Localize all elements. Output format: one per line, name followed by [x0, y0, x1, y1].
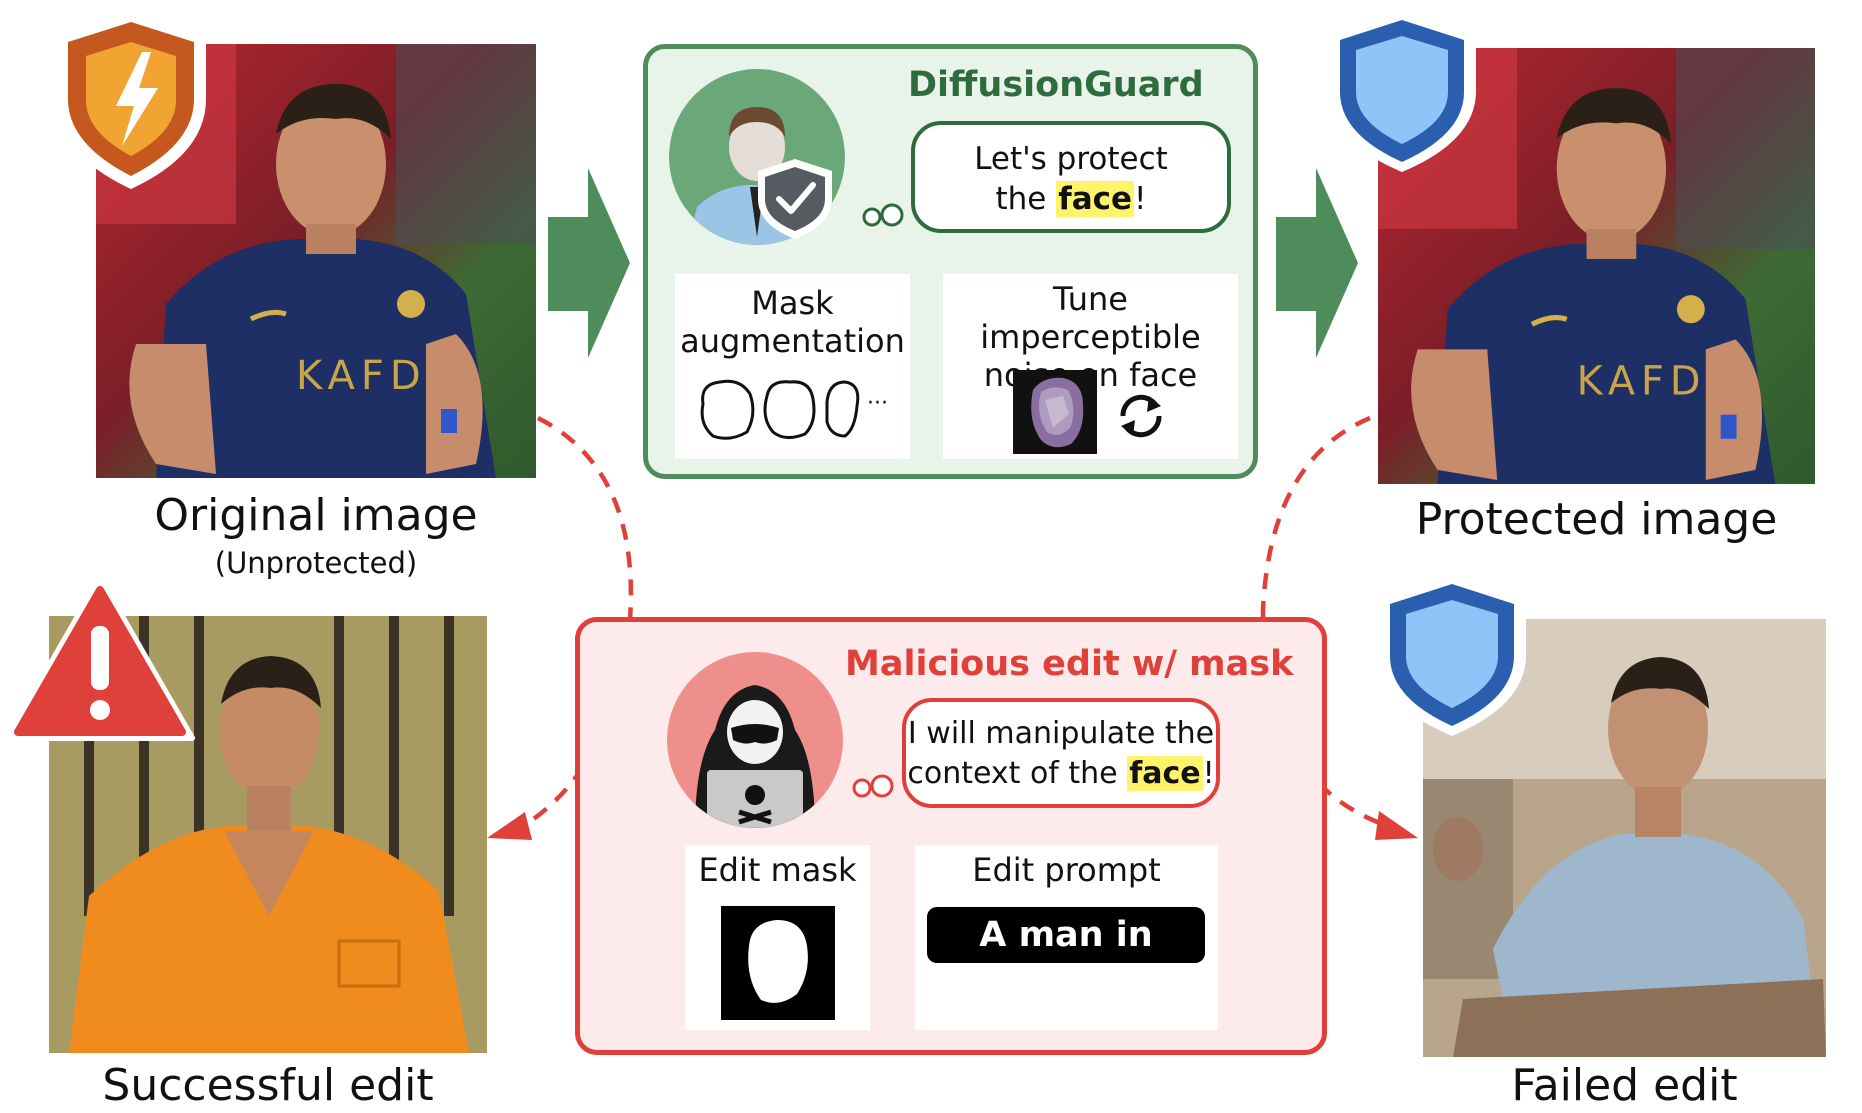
refresh-icon [1120, 394, 1162, 438]
lightning-shield-icon [56, 9, 206, 189]
edit-mask-thumbnail [721, 906, 835, 1020]
caption-original: Original image [154, 490, 478, 541]
hacker-icon [667, 652, 843, 828]
green-arrow-left [548, 168, 630, 358]
mask-augmentation-card: Mask augmentation ··· [675, 274, 910, 459]
shield-icon [1328, 10, 1476, 172]
failed-edit-image [1423, 619, 1826, 1057]
red-arrowhead-left [487, 812, 532, 840]
edit-mask-title: Edit mask [698, 851, 857, 889]
original-image: KAFD [96, 44, 536, 478]
user-shield-icon [669, 69, 845, 245]
caption-failed: Failed edit [1511, 1060, 1738, 1111]
guard-bubble-line2: the face! [995, 181, 1147, 217]
noise-thumbnail [1013, 370, 1097, 454]
malicious-edit-panel: Malicious edit w/ mask I will manipulate… [575, 617, 1327, 1055]
green-arrow-right [1276, 168, 1358, 358]
edit-prompt-card: Edit prompt A man in prison [915, 845, 1218, 1030]
attack-panel-title: Malicious edit w/ mask [845, 644, 1294, 684]
noise-card-line1: Tune imperceptible [980, 280, 1201, 356]
caption-original-sub: (Unprotected) [214, 546, 418, 580]
attack-speech-bubble: I will manipulate the context of the fac… [902, 698, 1220, 808]
mask-shapes: ··· [700, 379, 888, 440]
edit-mask-card: Edit mask [685, 845, 870, 1030]
thought-dots [852, 774, 894, 798]
jersey-text: KAFD [296, 353, 427, 399]
mask-ellipsis: ··· [867, 391, 888, 416]
edit-prompt-title: Edit prompt [972, 851, 1161, 889]
attack-bubble-line1: I will manipulate the [907, 716, 1215, 751]
guard-panel-title: DiffusionGuard [908, 65, 1204, 105]
guard-bubble-line1: Let's protect [974, 141, 1168, 177]
face-highlight: face [1056, 181, 1135, 217]
thought-dots [862, 203, 904, 227]
caption-successful: Successful edit [102, 1060, 434, 1111]
diffusionguard-panel: DiffusionGuard Let's protect the face! M… [643, 44, 1258, 479]
guard-speech-bubble: Let's protect the face! [911, 121, 1231, 233]
caption-protected: Protected image [1415, 494, 1778, 545]
mask-card-line1: Mask [751, 284, 834, 322]
warning-icon [5, 575, 195, 741]
red-arrowhead-right [1375, 811, 1418, 840]
jersey-text: KAFD [1577, 358, 1707, 404]
face-highlight: face [1127, 756, 1203, 791]
attack-bubble-line2: context of the face! [907, 756, 1215, 791]
shield-icon [1378, 574, 1526, 736]
tune-noise-card: Tune imperceptible noise on face [943, 274, 1238, 459]
mask-card-line2: augmentation [680, 322, 905, 360]
edit-prompt-text: A man in prison [927, 907, 1205, 1011]
